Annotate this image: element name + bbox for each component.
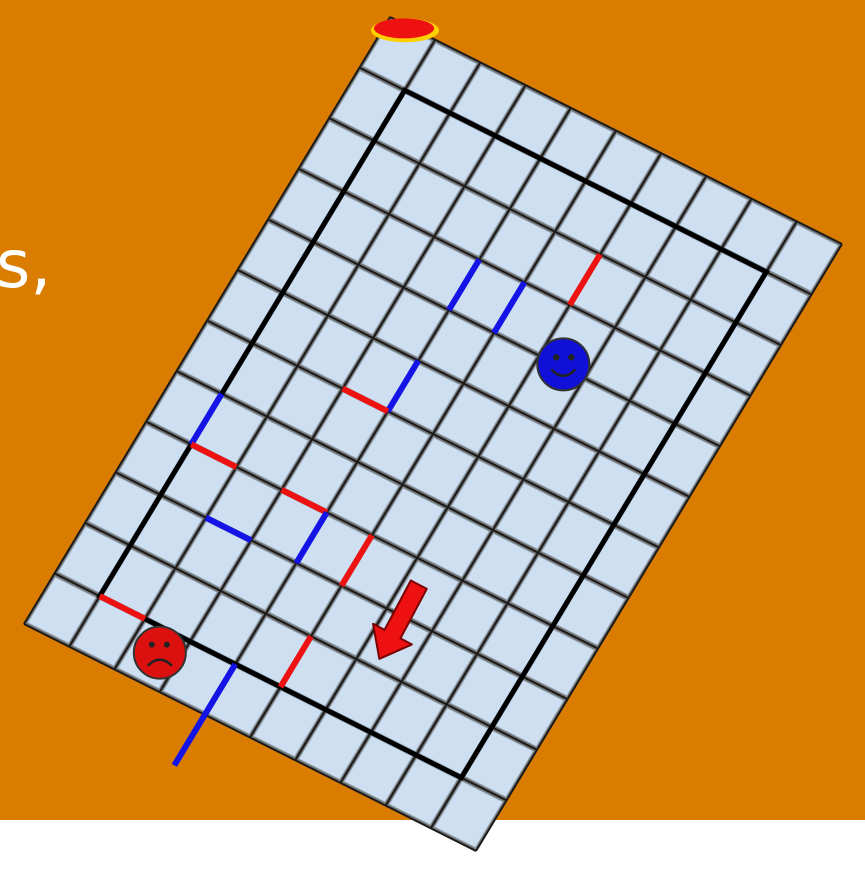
enemy-face: [134, 627, 186, 679]
blue-wall: [174, 715, 205, 766]
enemy-left-eye: [149, 642, 155, 648]
player-left-eye: [553, 354, 559, 360]
player-right-eye: [568, 354, 574, 360]
player-smiley-icon[interactable]: [537, 338, 589, 390]
enemy-right-eye: [164, 642, 170, 648]
game-board[interactable]: [24, 17, 842, 851]
flame-core: [374, 18, 434, 38]
flame-icon: [371, 18, 439, 42]
enemy-frowny-icon[interactable]: [134, 627, 186, 679]
player-face: [537, 338, 589, 390]
